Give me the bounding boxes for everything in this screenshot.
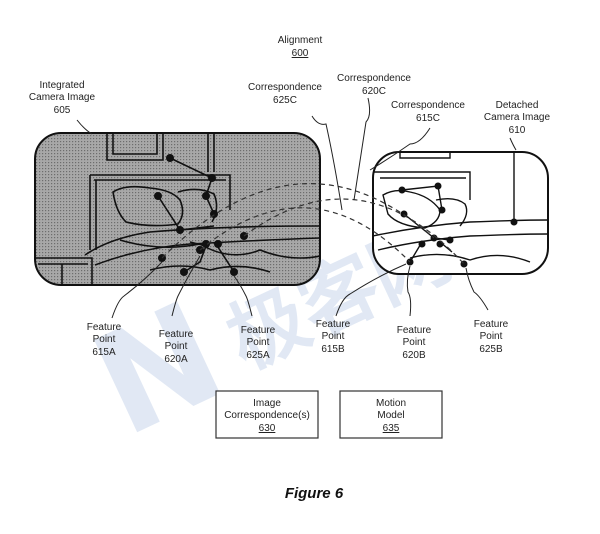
- correspondence-arcs: [161, 183, 465, 265]
- svg-text:605: 605: [54, 105, 71, 116]
- svg-text:Correspondence: Correspondence: [337, 73, 411, 84]
- label-feature-point-625a: Feature Point 625A: [241, 325, 276, 361]
- motion-model-box: Motion Model 635: [339, 390, 443, 439]
- integrated-camera-image: [34, 132, 321, 286]
- svg-text:Feature: Feature: [397, 325, 432, 336]
- correspondence-arc-615: [161, 183, 435, 259]
- label-integrated: Integrated Camera Image 605: [29, 80, 96, 116]
- image-correspondence-box: Image Correspondence(s) 630: [215, 390, 319, 439]
- label-feature-point-615a: Feature Point 615A: [87, 322, 122, 358]
- svg-text:Feature: Feature: [241, 325, 276, 336]
- svg-text:Point: Point: [403, 337, 426, 348]
- svg-text:625B: 625B: [479, 344, 503, 355]
- svg-text:Point: Point: [480, 331, 503, 342]
- leader-lines: [76, 97, 517, 319]
- watermark-letter: N: [71, 271, 246, 468]
- detached-camera-image: [372, 151, 549, 275]
- svg-text:Point: Point: [247, 337, 270, 348]
- svg-text:Feature: Feature: [316, 319, 351, 330]
- svg-text:Feature: Feature: [474, 319, 509, 330]
- svg-text:625C: 625C: [273, 95, 297, 106]
- label-feature-point-615b: Feature Point 615B: [316, 319, 351, 355]
- svg-text:620A: 620A: [164, 354, 188, 365]
- svg-text:Camera Image: Camera Image: [484, 112, 551, 123]
- label-correspondence-615c: Correspondence 615C: [391, 100, 465, 124]
- svg-text:625A: 625A: [246, 350, 270, 361]
- svg-text:Correspondence: Correspondence: [391, 100, 465, 111]
- svg-text:630: 630: [259, 423, 276, 434]
- label-correspondence-625c: Correspondence 625C: [248, 82, 322, 106]
- svg-text:620B: 620B: [402, 350, 426, 361]
- label-detached: Detached Camera Image 610: [484, 100, 551, 136]
- correspondence-arc-625: [243, 198, 465, 265]
- correspondence-arc-620: [199, 207, 411, 263]
- title-label: Alignment: [278, 35, 323, 46]
- svg-text:Integrated: Integrated: [39, 80, 84, 91]
- svg-text:615C: 615C: [416, 113, 440, 124]
- svg-text:Correspondence(s): Correspondence(s): [224, 410, 310, 421]
- svg-text:635: 635: [383, 423, 400, 434]
- figure-caption: Figure 6: [285, 485, 344, 502]
- detached-feature-dots: [398, 182, 518, 268]
- svg-text:Point: Point: [322, 331, 345, 342]
- svg-text:Image: Image: [253, 398, 281, 409]
- svg-text:610: 610: [509, 125, 526, 136]
- svg-text:Model: Model: [377, 410, 404, 421]
- svg-text:Feature: Feature: [159, 329, 194, 340]
- label-feature-point-620b: Feature Point 620B: [397, 325, 432, 361]
- diagram-title: Alignment 600: [278, 35, 323, 59]
- svg-text:620C: 620C: [362, 86, 386, 97]
- svg-text:Camera Image: Camera Image: [29, 92, 96, 103]
- svg-text:Correspondence: Correspondence: [248, 82, 322, 93]
- svg-text:Point: Point: [165, 341, 188, 352]
- title-ref: 600: [292, 48, 309, 59]
- svg-text:Motion: Motion: [376, 398, 406, 409]
- svg-text:615A: 615A: [92, 347, 116, 358]
- svg-text:Point: Point: [93, 334, 116, 345]
- svg-text:Detached: Detached: [496, 100, 539, 111]
- svg-text:Feature: Feature: [87, 322, 122, 333]
- label-correspondence-620c: Correspondence 620C: [337, 73, 411, 97]
- svg-text:615B: 615B: [321, 344, 345, 355]
- label-feature-point-625b: Feature Point 625B: [474, 319, 509, 355]
- label-feature-point-620a: Feature Point 620A: [159, 329, 194, 365]
